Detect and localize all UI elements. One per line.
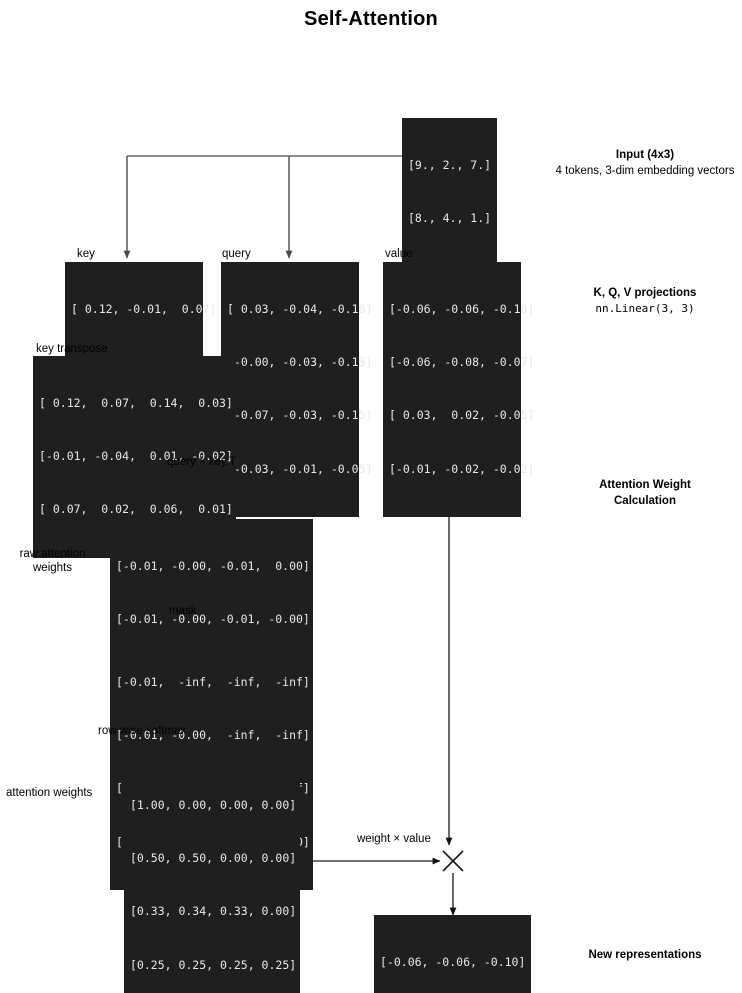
matrix-row: [ 0.03, -0.04, -0.18] [227,301,373,316]
matrix-row: [ 0.12, 0.07, 0.14, 0.03] [39,395,233,410]
label-query: query [222,248,251,260]
matrix-row: [-0.01, -0.04, 0.01, -0.02] [39,448,233,463]
note-attention-calculation: Attention Weight Calculation [548,477,742,509]
note-projections-heading: K, Q, V projections [593,287,697,299]
matrix-row: [-0.03, -0.01, -0.05] [227,461,373,476]
matrix-row: [-0.01, -inf, -inf, -inf] [116,674,310,689]
label-raw-attention-weights: raw attention weights [19,548,86,574]
note-input: Input (4x3) 4 tokens, 3-dim embedding ve… [548,147,742,179]
matrix-row: [0.25, 0.25, 0.25, 0.25] [130,957,297,972]
matrix-row: [-0.01, -0.00, -0.01, 0.00] [116,558,310,573]
note-output-heading: New representations [588,949,702,961]
note-output: New representations [548,947,742,963]
matrix-row: [ 0.03, 0.02, -0.05] [389,408,535,423]
matrix-row: [-0.01, -0.00, -0.01, -0.00] [116,611,310,626]
matrix-row: [0.33, 0.34, 0.33, 0.00] [130,904,297,919]
matrix-row: [ 0.12, -0.01, 0.07] [71,301,217,316]
matrix-row: [-0.06, -0.08, -0.07] [389,354,535,369]
label-key-transpose: key transpose [36,343,108,355]
matrix-row: [1.00, 0.00, 0.00, 0.00] [130,797,297,812]
note-projections-code: nn.Linear(3, 3) [595,302,695,315]
note-attention-calc-line1: Attention Weight [599,479,691,491]
note-input-heading: Input (4x3) [615,149,675,161]
matrix-row: [-0.01, -0.00, -inf, -inf] [116,727,310,742]
op-label-weight-times-value: weight × value [357,833,431,845]
matrix-row: [9., 2., 7.] [408,157,492,172]
matrix-row: [-0.06, -0.06, -0.10] [389,301,535,316]
note-projections: K, Q, V projections nn.Linear(3, 3) [548,285,742,317]
label-attention-weights: attention weights [6,787,93,799]
matrix-output: [-0.06, -0.06, -0.10] [-0.06, -0.07, -0.… [374,915,531,993]
label-key: key [77,248,95,260]
matrix-row: [-0.00, -0.03, -0.13] [227,354,373,369]
matrix-row: [0.50, 0.50, 0.00, 0.00] [130,850,297,865]
op-label-row-wise-softmax: row wise softmax [98,725,187,737]
matrix-query: [ 0.03, -0.04, -0.18] [-0.00, -0.03, -0.… [221,262,373,518]
note-attention-calc-line2: Calculation [614,495,676,507]
matrix-row: [-0.06, -0.06, -0.10] [380,954,526,969]
matrix-row: [-0.01, -0.02, -0.02] [389,461,535,476]
matrix-value: [-0.06, -0.06, -0.10] [-0.06, -0.08, -0.… [383,262,535,518]
note-input-sub: 4 tokens, 3-dim embedding vectors [555,165,735,177]
matrix-attention-weights: [1.00, 0.00, 0.00, 0.00] [0.50, 0.50, 0.… [124,758,300,993]
label-value: value [385,248,413,260]
matrix-row: [-0.07, -0.03, -0.15] [227,408,373,423]
matrix-row: [ 0.07, 0.02, 0.06, 0.01] [39,502,233,517]
page-title: Self-Attention [304,8,438,30]
op-label-query-times-key-transpose: query × key.T [167,456,237,468]
op-label-mask: mask [169,605,197,617]
matrix-row: [8., 4., 1.] [408,210,492,225]
